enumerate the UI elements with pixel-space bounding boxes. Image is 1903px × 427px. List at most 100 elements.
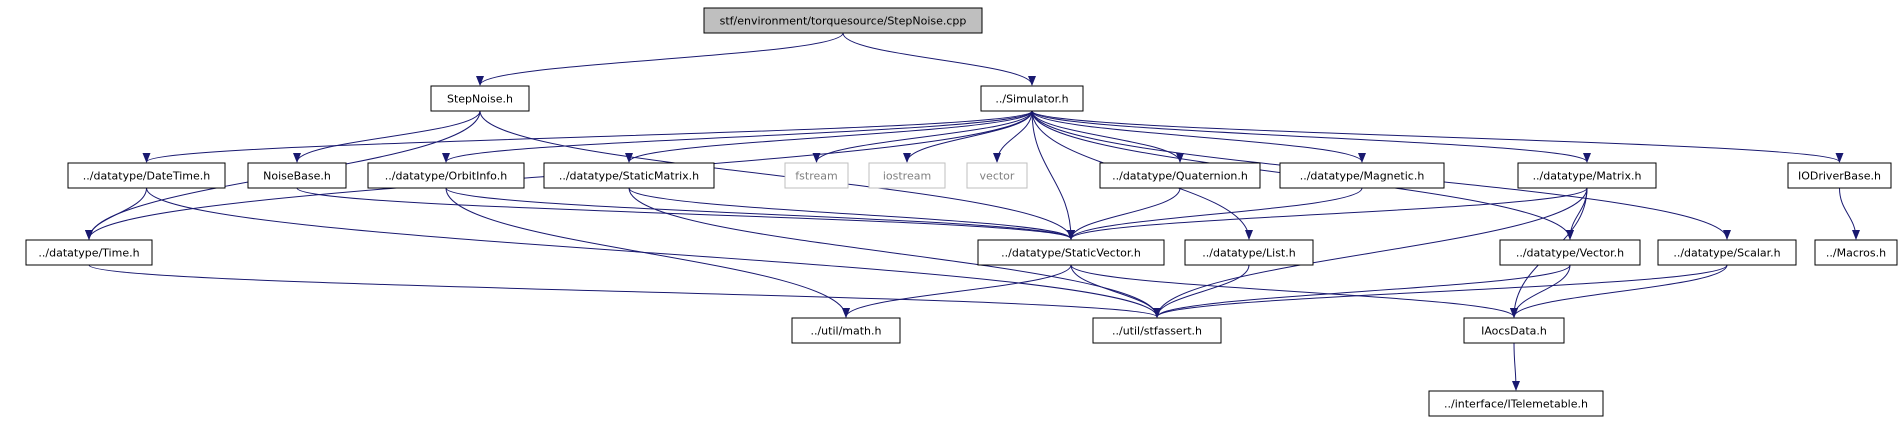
- edge-time-to-stfassert: [88, 264, 1161, 318]
- node-iostream: iostream: [868, 162, 946, 189]
- node-vectorh-label: ../datatype/Vector.h: [1516, 247, 1624, 260]
- node-simulator[interactable]: ../Simulator.h: [980, 85, 1084, 112]
- node-iaocsdata[interactable]: IAocsData.h: [1463, 317, 1565, 344]
- node-iostream-label: iostream: [883, 170, 931, 183]
- edge-scalar-to-stfassert: [1153, 264, 1728, 318]
- edge-simulator-to-staticvector: [1031, 110, 1075, 240]
- node-scalar-box: [1657, 239, 1797, 266]
- node-noisebase-box: [247, 162, 347, 189]
- node-fstream-box: [784, 162, 849, 189]
- node-matrix-label: ../datatype/Matrix.h: [1533, 170, 1642, 183]
- edge-staticvector-to-iaocsdata: [1070, 264, 1518, 318]
- node-iostream-box: [868, 162, 946, 189]
- edge-datetime-to-stfassert: [146, 187, 1161, 318]
- node-stepnoise-label: StepNoise.h: [447, 93, 513, 106]
- node-stfassert-box: [1092, 317, 1222, 344]
- node-stepnoise[interactable]: StepNoise.h: [430, 85, 530, 112]
- edge-staticmatrix-to-staticvector: [628, 187, 1075, 240]
- node-vectorh[interactable]: ../datatype/Vector.h: [1499, 239, 1641, 266]
- edge-quaternion-to-staticvector: [1067, 187, 1181, 240]
- node-itelemetable[interactable]: ../interface/ITelemetable.h: [1428, 390, 1604, 417]
- node-itelemetable-label: ../interface/ITelemetable.h: [1444, 398, 1588, 411]
- node-math-label: ../util/math.h: [810, 325, 881, 338]
- edge-stepnoise-to-noisebase: [293, 110, 481, 163]
- node-staticmatrix[interactable]: ../datatype/StaticMatrix.h: [543, 162, 715, 189]
- node-math[interactable]: ../util/math.h: [791, 317, 901, 344]
- node-orbitinfo-label: ../datatype/OrbitInfo.h: [385, 170, 507, 183]
- node-list[interactable]: ../datatype/List.h: [1184, 239, 1314, 266]
- node-macros-box: [1814, 239, 1898, 266]
- edge-simulator-to-datetime: [142, 110, 1033, 163]
- edge-simulator-to-quaternion: [1031, 110, 1184, 163]
- node-quaternion-box: [1099, 162, 1261, 189]
- edge-simulator-to-magnetic: [1031, 110, 1366, 163]
- node-staticvector-label: ../datatype/StaticVector.h: [1001, 247, 1141, 260]
- node-iaocsdata-box: [1463, 317, 1565, 344]
- edge-staticvector-to-math: [842, 264, 1072, 318]
- node-macros[interactable]: ../Macros.h: [1814, 239, 1898, 266]
- edge-simulator-to-iodriverbase: [1031, 110, 1844, 163]
- node-root[interactable]: stf/environment/torquesource/StepNoise.c…: [703, 7, 983, 34]
- node-iaocsdata-label: IAocsData.h: [1481, 325, 1547, 338]
- node-macros-label: ../Macros.h: [1826, 247, 1886, 260]
- node-root-box: [703, 7, 983, 34]
- node-iodriverbase-box: [1787, 162, 1892, 189]
- node-itelemetable-box: [1428, 390, 1604, 417]
- node-time-box: [25, 239, 153, 266]
- node-noisebase-label: NoiseBase.h: [263, 170, 331, 183]
- node-math-box: [791, 317, 901, 344]
- node-time[interactable]: ../datatype/Time.h: [25, 239, 153, 266]
- node-quaternion[interactable]: ../datatype/Quaternion.h: [1099, 162, 1261, 189]
- node-matrix-box: [1517, 162, 1657, 189]
- edge-root-to-stepnoise: [476, 32, 844, 86]
- edge-simulator-to-orbitinfo: [442, 110, 1033, 163]
- node-orbitinfo-box: [367, 162, 525, 189]
- node-vector-box: [966, 162, 1028, 189]
- node-datetime[interactable]: ../datatype/DateTime.h: [67, 162, 226, 189]
- node-quaternion-label: ../datatype/Quaternion.h: [1112, 170, 1248, 183]
- edge-matrix-to-staticvector: [1067, 187, 1588, 240]
- edge-matrix-to-stfassert: [1153, 187, 1588, 318]
- node-fstream-label: fstream: [795, 170, 837, 183]
- node-orbitinfo[interactable]: ../datatype/OrbitInfo.h: [367, 162, 525, 189]
- node-stepnoise-box: [430, 85, 530, 112]
- node-fstream: fstream: [784, 162, 849, 189]
- node-magnetic-label: ../datatype/Magnetic.h: [1300, 170, 1425, 183]
- edge-orbitinfo-to-math: [445, 187, 850, 318]
- node-magnetic[interactable]: ../datatype/Magnetic.h: [1279, 162, 1445, 189]
- node-list-label: ../datatype/List.h: [1202, 247, 1295, 260]
- edge-iodriverbase-to-macros: [1839, 187, 1860, 240]
- edge-datetime-to-time: [85, 187, 147, 240]
- node-staticvector-box: [977, 239, 1165, 266]
- node-stfassert-label: ../util/stfassert.h: [1112, 325, 1202, 338]
- node-vectorh-box: [1499, 239, 1641, 266]
- node-vector-label: vector: [980, 170, 1015, 183]
- edge-root-to-simulator: [842, 32, 1036, 86]
- edge-stepnoise-to-staticvector: [479, 110, 1075, 240]
- node-time-label: ../datatype/Time.h: [38, 247, 139, 260]
- edges-layer: [85, 32, 1860, 391]
- edge-simulator-to-staticmatrix: [625, 110, 1033, 163]
- node-datetime-label: ../datatype/DateTime.h: [83, 170, 210, 183]
- node-staticvector[interactable]: ../datatype/StaticVector.h: [977, 239, 1165, 266]
- node-simulator-label: ../Simulator.h: [995, 93, 1068, 106]
- node-matrix[interactable]: ../datatype/Matrix.h: [1517, 162, 1657, 189]
- nodes-layer: stf/environment/torquesource/StepNoise.c…: [25, 7, 1898, 417]
- node-root-label: stf/environment/torquesource/StepNoise.c…: [720, 15, 967, 28]
- node-iodriverbase[interactable]: IODriverBase.h: [1787, 162, 1892, 189]
- node-staticmatrix-label: ../datatype/StaticMatrix.h: [559, 170, 699, 183]
- edge-simulator-to-matrix: [1031, 110, 1591, 163]
- node-stfassert[interactable]: ../util/stfassert.h: [1092, 317, 1222, 344]
- edge-vectorh-to-stfassert: [1153, 264, 1571, 318]
- edge-simulator-to-vector: [993, 110, 1033, 163]
- edge-list-to-stfassert: [1153, 264, 1250, 318]
- edge-noisebase-to-staticvector: [296, 187, 1075, 240]
- node-simulator-box: [980, 85, 1084, 112]
- node-staticmatrix-box: [543, 162, 715, 189]
- node-vector: vector: [966, 162, 1028, 189]
- edge-staticmatrix-to-stfassert: [628, 187, 1161, 318]
- node-list-box: [1184, 239, 1314, 266]
- node-noisebase[interactable]: NoiseBase.h: [247, 162, 347, 189]
- node-scalar[interactable]: ../datatype/Scalar.h: [1657, 239, 1797, 266]
